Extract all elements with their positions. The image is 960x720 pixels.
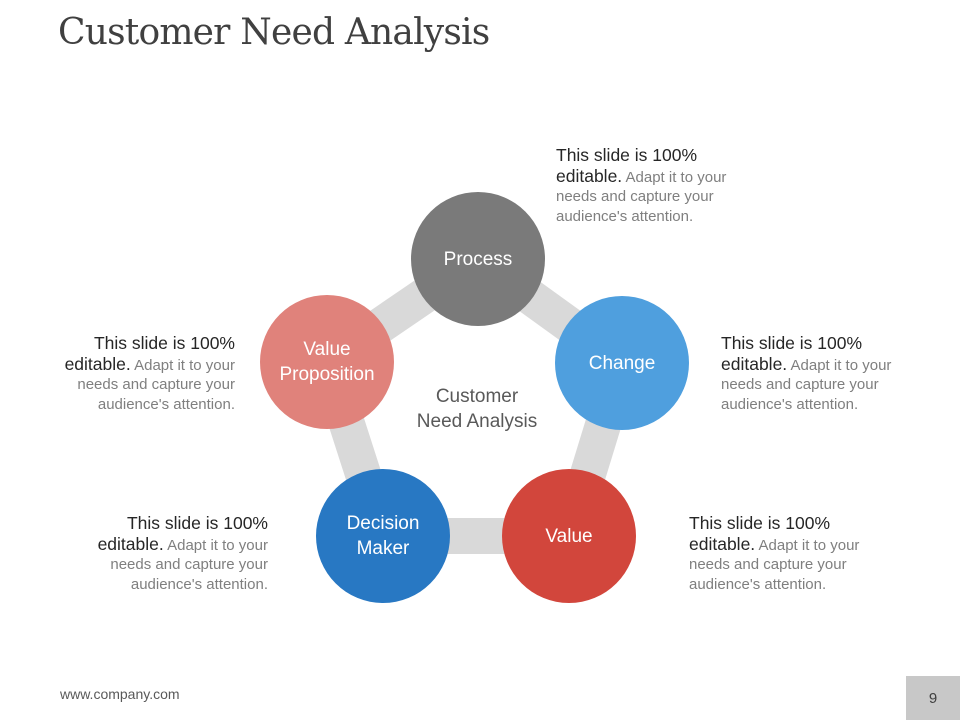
callout-value: This slide is 100% editable. Adapt it to… [689, 513, 879, 594]
callout-head: This slide is 100% editable. [689, 513, 831, 554]
callout-head: This slide is 100% editable. [97, 513, 268, 554]
callout-body: Adapt it to your needs and capture your … [721, 356, 892, 413]
callout-value-proposition: This slide is 100% editable. Adapt it to… [45, 333, 235, 414]
node-change: Change [555, 296, 689, 430]
node-value: Value [502, 469, 636, 603]
node-label: Process [443, 248, 513, 270]
node-process: Process [411, 192, 545, 326]
footer-url[interactable]: www.company.com [60, 686, 180, 702]
page-number-box: 9 [906, 676, 960, 720]
node-label: Value [545, 525, 593, 547]
node-value-proposition: Value Proposition [260, 295, 394, 429]
callout-body: Adapt it to your needs and capture your … [77, 356, 235, 413]
center-label: Customer Need Analysis [416, 386, 538, 432]
callout-head: This slide is 100% editable. [721, 333, 863, 374]
node-label: Change [588, 352, 656, 374]
node-decision-maker: Decision Maker [316, 469, 450, 603]
callout-change: This slide is 100% editable. Adapt it to… [721, 333, 911, 414]
callout-head: This slide is 100% editable. [556, 145, 698, 186]
callout-process: This slide is 100% editable. Adapt it to… [556, 145, 746, 226]
slide-title: Customer Need Analysis [58, 12, 490, 53]
page-number: 9 [928, 689, 938, 707]
callout-head: This slide is 100% editable. [64, 333, 235, 374]
callout-decision-maker: This slide is 100% editable. Adapt it to… [78, 513, 268, 594]
node-label: Decision Maker [346, 513, 420, 559]
callout-body: Adapt it to your needs and capture your … [689, 536, 860, 593]
callout-body: Adapt it to your needs and capture your … [556, 168, 727, 225]
node-label: Value Proposition [279, 339, 375, 385]
callout-body: Adapt it to your needs and capture your … [110, 536, 268, 593]
